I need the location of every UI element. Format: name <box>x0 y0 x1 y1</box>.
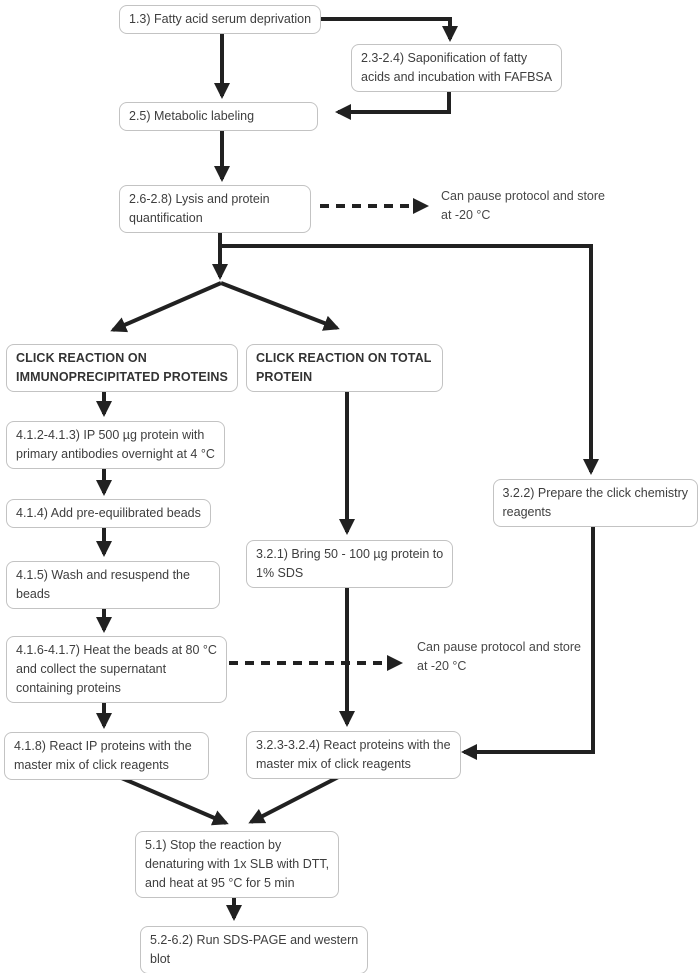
arrow-branch-to-ip-header <box>110 281 222 333</box>
header-box-click-reaction-total: CLICK REACTION ON TOTAL PROTEIN <box>246 344 443 392</box>
step-box-lysis-quantification: 2.6-2.8) Lysis and protein quantificatio… <box>119 185 311 233</box>
step-box-stop-reaction: 5.1) Stop the reaction by denaturing wit… <box>135 831 340 898</box>
step-box-bring-to-sds: 3.2.1) Bring 50 - 100 µg protein to 1% S… <box>246 540 454 588</box>
step-box-ip-500ug: 4.1.2-4.1.3) IP 500 µg protein with prim… <box>6 421 225 469</box>
pause-note-1: Can pause protocol and store at -20 °C <box>441 189 605 222</box>
arrow-saponification-to-labeling <box>335 90 451 120</box>
step-box-run-sds-page: 5.2-6.2) Run SDS-PAGE and western blot <box>140 926 369 973</box>
step-box-saponification: 2.3-2.4) Saponification of fatty acids a… <box>351 44 563 92</box>
arrow-branch-to-total-header <box>220 281 340 331</box>
step-box-react-total-proteins: 3.2.3-3.2.4) React proteins with the mas… <box>246 731 461 779</box>
step-box-fatty-acid-serum-deprivation: 1.3) Fatty acid serum deprivation <box>119 5 322 34</box>
step-box-wash-resuspend: 4.1.5) Wash and resuspend the beads <box>6 561 220 609</box>
step-box-metabolic-labeling: 2.5) Metabolic labeling <box>119 102 318 131</box>
arrow-click-reagents-to-react-total <box>461 518 595 760</box>
step-box-add-beads: 4.1.4) Add pre-equilibrated beads <box>6 499 211 528</box>
step-box-heat-beads: 4.1.6-4.1.7) Heat the beads at 80 °C and… <box>6 636 227 703</box>
arrow-serum-deprivation-to-saponification <box>318 17 458 42</box>
arrow-lysis-to-click-reagents <box>220 244 599 475</box>
step-box-react-ip-proteins: 4.1.8) React IP proteins with the master… <box>4 732 209 780</box>
step-box-prepare-click-reagents: 3.2.2) Prepare the click chemistry reage… <box>492 479 698 527</box>
header-box-click-reaction-ip: CLICK REACTION ON IMMUNOPRECIPITATED PRO… <box>6 344 238 392</box>
pause-note-2: Can pause protocol and store at -20 °C <box>417 640 581 673</box>
